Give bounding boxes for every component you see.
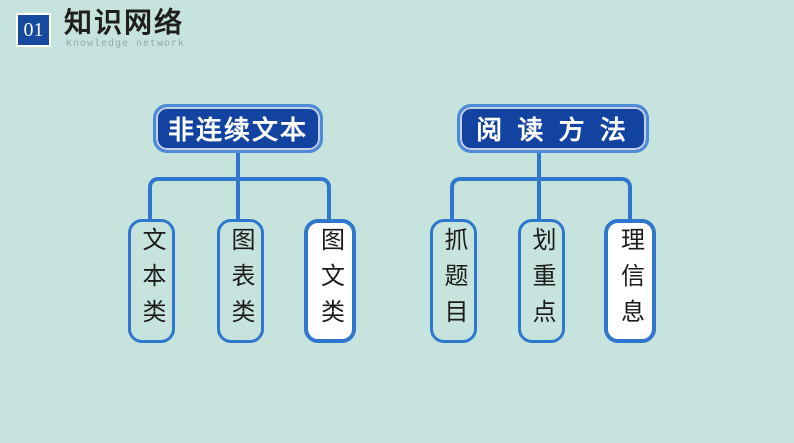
reading-methods-root-node: 阅 读 方 法 bbox=[457, 104, 649, 153]
leaf-grasp-title: 抓题目 bbox=[430, 219, 477, 343]
noncontinuous-text-root-node: 非连续文本 bbox=[153, 104, 323, 153]
right-tree-bracket-connector bbox=[450, 177, 632, 219]
left-tree-stem-connector bbox=[236, 151, 240, 219]
section-number: 01 bbox=[23, 18, 44, 41]
leaf-organize-info: 理信息 bbox=[604, 219, 656, 343]
left-tree-bracket-connector bbox=[148, 177, 331, 219]
leaf-image-text-type: 图文类 bbox=[304, 219, 356, 343]
leaf-mark-keypoints: 划重点 bbox=[518, 219, 565, 343]
leaf-text-type: 文本类 bbox=[128, 219, 175, 343]
leaf-chart-type: 图表类 bbox=[217, 219, 264, 343]
slide-title: 知识网络 bbox=[64, 8, 185, 39]
right-tree-stem-connector bbox=[537, 151, 541, 219]
slide-subtitle: Knowledge network bbox=[66, 39, 186, 50]
section-number-badge: 01 bbox=[16, 13, 51, 47]
